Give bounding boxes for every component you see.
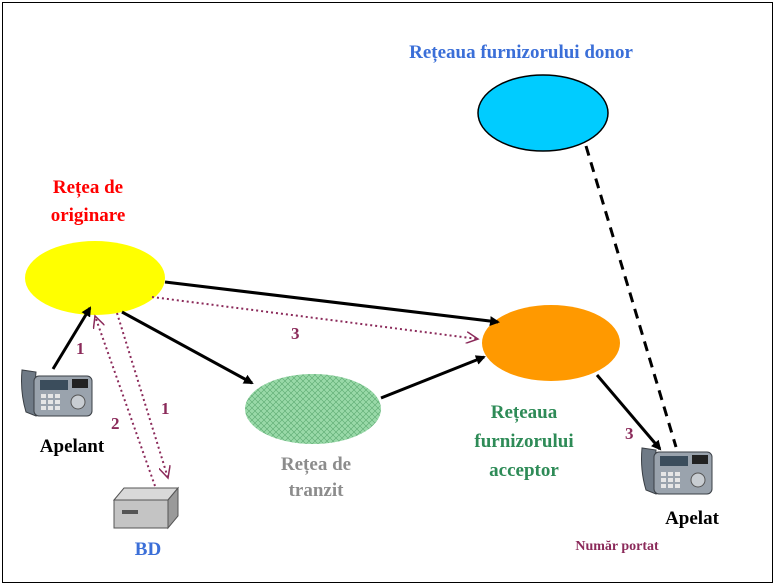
arrow-origin-to-transit [121,310,254,385]
origin-network-label-1: Rețea de [53,177,123,198]
origin-network-ellipse [25,241,165,315]
donor-dashed-link [584,145,678,448]
acceptor-network-ellipse [482,305,620,381]
arrow-acceptor-to-called [595,374,662,451]
ported-number-label: Număr portat [575,539,659,554]
step-number-caller-to-origin: 1 [76,339,85,358]
database-box-icon [112,486,180,530]
donor-network-ellipse [477,74,609,152]
called-phone-icon [641,447,713,495]
step-number-origin-to-db: 1 [161,399,170,418]
arrow-caller-to-origin [51,306,92,370]
database-label: BD [135,539,161,560]
caller-label: Apelant [40,436,105,457]
step-number-acceptor-to-called: 3 [625,424,634,443]
step-number-origin-to-acceptor: 3 [291,324,300,343]
arrow-transit-to-acceptor [380,355,486,400]
transit-network-ellipse [245,374,381,444]
transit-network-label-1: Rețea de [281,454,351,475]
dotted-arrow-db-to-origin [95,316,156,487]
acceptor-network-label-3: acceptor [489,460,559,481]
dotted-arrow-origin-to-acceptor [151,296,478,339]
arrow-origin-to-acceptor [164,280,500,327]
dotted-arrow-origin-to-db [116,312,168,478]
acceptor-network-label-2: furnizorului [474,431,573,452]
called-label: Apelat [665,508,720,529]
step-number-db-to-origin: 2 [111,414,120,433]
origin-network-label-2: originare [51,205,126,226]
acceptor-network-label-1: Rețeaua [491,402,558,423]
caller-phone-icon [21,369,93,417]
transit-network-label-2: tranzit [289,480,345,501]
donor-network-label: Rețeaua furnizorului donor [409,42,633,63]
